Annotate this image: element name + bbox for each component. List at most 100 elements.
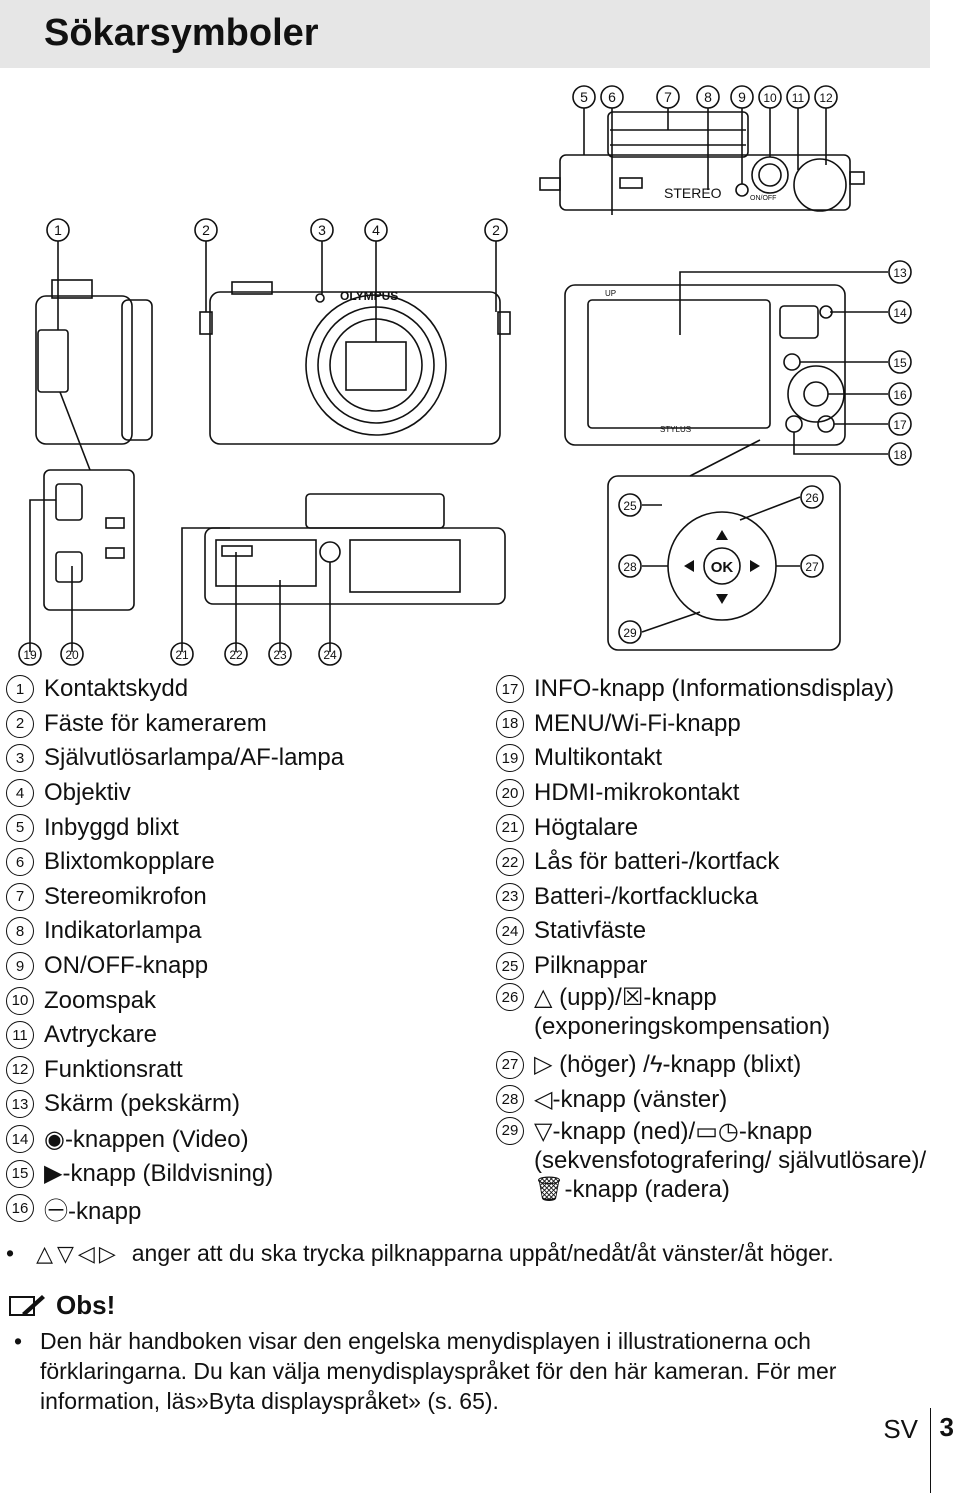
legend-text: Indikatorlampa <box>44 917 202 945</box>
svg-text:4: 4 <box>372 222 380 238</box>
legend-item: 25 Pilknappar <box>496 949 956 984</box>
legend-item: 5 Inbyggd blixt <box>6 810 344 845</box>
legend-text: Kontaktskydd <box>44 675 189 703</box>
legend-text: MENU/Wi-Fi-knapp <box>534 709 741 737</box>
page-number: 3 <box>939 1412 954 1442</box>
legend-number: 20 <box>496 779 524 808</box>
legend-text: Skärm (pekskärm) <box>44 1090 241 1118</box>
up-label: UP <box>605 289 616 298</box>
legend-text: ◉-knappen (Video) <box>44 1125 249 1153</box>
svg-text:15: 15 <box>893 356 907 370</box>
legend-item: 28◁-knapp (vänster) <box>496 1082 956 1117</box>
footer-rule <box>930 1408 931 1493</box>
legend-item: 18 MENU/Wi-Fi-knapp <box>496 707 956 742</box>
legend-text: Lås för batteri-/kortfack <box>534 848 780 876</box>
svg-text:11: 11 <box>792 91 805 105</box>
legend-number: 19 <box>496 744 524 773</box>
legend-item: 20 HDMI-mikrokontakt <box>496 776 956 811</box>
svg-text:12: 12 <box>819 91 833 105</box>
legend-number: 22 <box>496 848 524 877</box>
svg-text:18: 18 <box>893 448 907 462</box>
connector-detail: 19 20 <box>18 391 135 666</box>
camera-back-view: STYLUS UP <box>564 284 846 446</box>
bullet-text: anger att du ska trycka pilknapparna upp… <box>131 1240 834 1266</box>
legend-text: HDMI-mikrokontakt <box>534 779 740 807</box>
legend-text: ▽-knapp (ned)/▭◷-knapp (sekvensfotografe… <box>534 1117 927 1203</box>
note-heading-text: Obs! <box>56 1290 116 1320</box>
legend-number: 1 <box>6 675 34 704</box>
note-paragraph: • Den här handboken visar den engelska m… <box>14 1326 914 1416</box>
camera-bottom-view: 21 22 23 24 <box>170 493 506 666</box>
svg-text:19: 19 <box>23 648 37 662</box>
svg-text:3: 3 <box>318 222 326 238</box>
legend-number: 27 <box>496 1050 524 1079</box>
legend-number: 18 <box>496 709 524 738</box>
front-callouts: 1 2 3 4 2 <box>46 218 508 342</box>
svg-text:21: 21 <box>175 648 189 662</box>
legend-text: Inbyggd blixt <box>44 813 179 841</box>
legend-item: 26 △ (upp)/☒-knapp (exponeringskompensati… <box>496 983 956 1041</box>
legend-number: 21 <box>496 813 524 842</box>
svg-text:22: 22 <box>229 648 243 662</box>
svg-text:20: 20 <box>65 648 79 662</box>
legend-text: ㊀-knapp <box>44 1197 142 1225</box>
legend-number: 26 <box>496 983 524 1012</box>
svg-text:23: 23 <box>273 648 287 662</box>
legend-number: 9 <box>6 952 34 981</box>
onoff-label: ON/OFF <box>750 195 776 202</box>
svg-text:25: 25 <box>623 499 637 513</box>
svg-text:6: 6 <box>608 89 616 105</box>
legend-number: 16 <box>6 1194 34 1223</box>
arrow-symbols: △▽◁▷ <box>36 1240 120 1266</box>
legend-number: 11 <box>6 1021 34 1050</box>
svg-text:16: 16 <box>893 388 907 402</box>
title-bar <box>0 0 930 68</box>
svg-text:14: 14 <box>893 306 907 320</box>
note-bullet: • <box>14 1328 23 1354</box>
legend-text: Stereomikrofon <box>44 882 207 910</box>
legend-text: △ (upp)/☒-knapp (exponeringskompensation… <box>534 984 831 1041</box>
legend-number: 25 <box>496 952 524 981</box>
svg-text:10: 10 <box>763 91 777 105</box>
legend-number: 4 <box>6 779 34 808</box>
legend-text: Avtryckare <box>44 1021 157 1049</box>
legend-text: Blixtomkopplare <box>44 848 215 876</box>
legend-text: Stativfäste <box>534 917 647 945</box>
legend-item: 1 Kontaktskydd <box>6 672 344 707</box>
stereo-label: STEREO <box>664 185 722 201</box>
legend-number: 29 <box>496 1116 524 1145</box>
brand-label: OLYMPUS <box>340 289 398 303</box>
legend-text: INFO-knapp (Informationsdisplay) <box>534 675 895 703</box>
note-pencil-icon <box>9 1294 45 1316</box>
bullet-dot: • <box>6 1240 15 1266</box>
legend-item: 16 ㊀-knapp <box>6 1191 344 1226</box>
legend-text: ▶-knapp (Bildvisning) <box>44 1160 274 1188</box>
legend-number: 14 <box>6 1125 34 1154</box>
arrow-pad-detail: OK 25 26 28 27 29 <box>607 439 841 651</box>
legend-number: 3 <box>6 744 34 773</box>
legend-number: 23 <box>496 882 524 911</box>
camera-front-view: OLYMPUS <box>199 281 511 445</box>
legend-number: 12 <box>6 1055 34 1084</box>
legend-text: Högtalare <box>534 813 639 841</box>
ok-label: OK <box>711 559 734 576</box>
model-label: STYLUS <box>660 425 691 434</box>
legend-number: 17 <box>496 675 524 704</box>
svg-text:7: 7 <box>664 89 672 105</box>
legend-number: 10 <box>6 986 34 1015</box>
svg-text:1: 1 <box>54 222 62 238</box>
legend-number: 28 <box>496 1085 524 1114</box>
page-title: Sökarsymboler <box>44 12 319 54</box>
legend-number: 5 <box>6 813 34 842</box>
footer-language: SV <box>883 1414 918 1444</box>
legend-text: Självutlösarlampa/AF-lampa <box>44 744 345 772</box>
legend-text: Pilknappar <box>534 952 648 980</box>
